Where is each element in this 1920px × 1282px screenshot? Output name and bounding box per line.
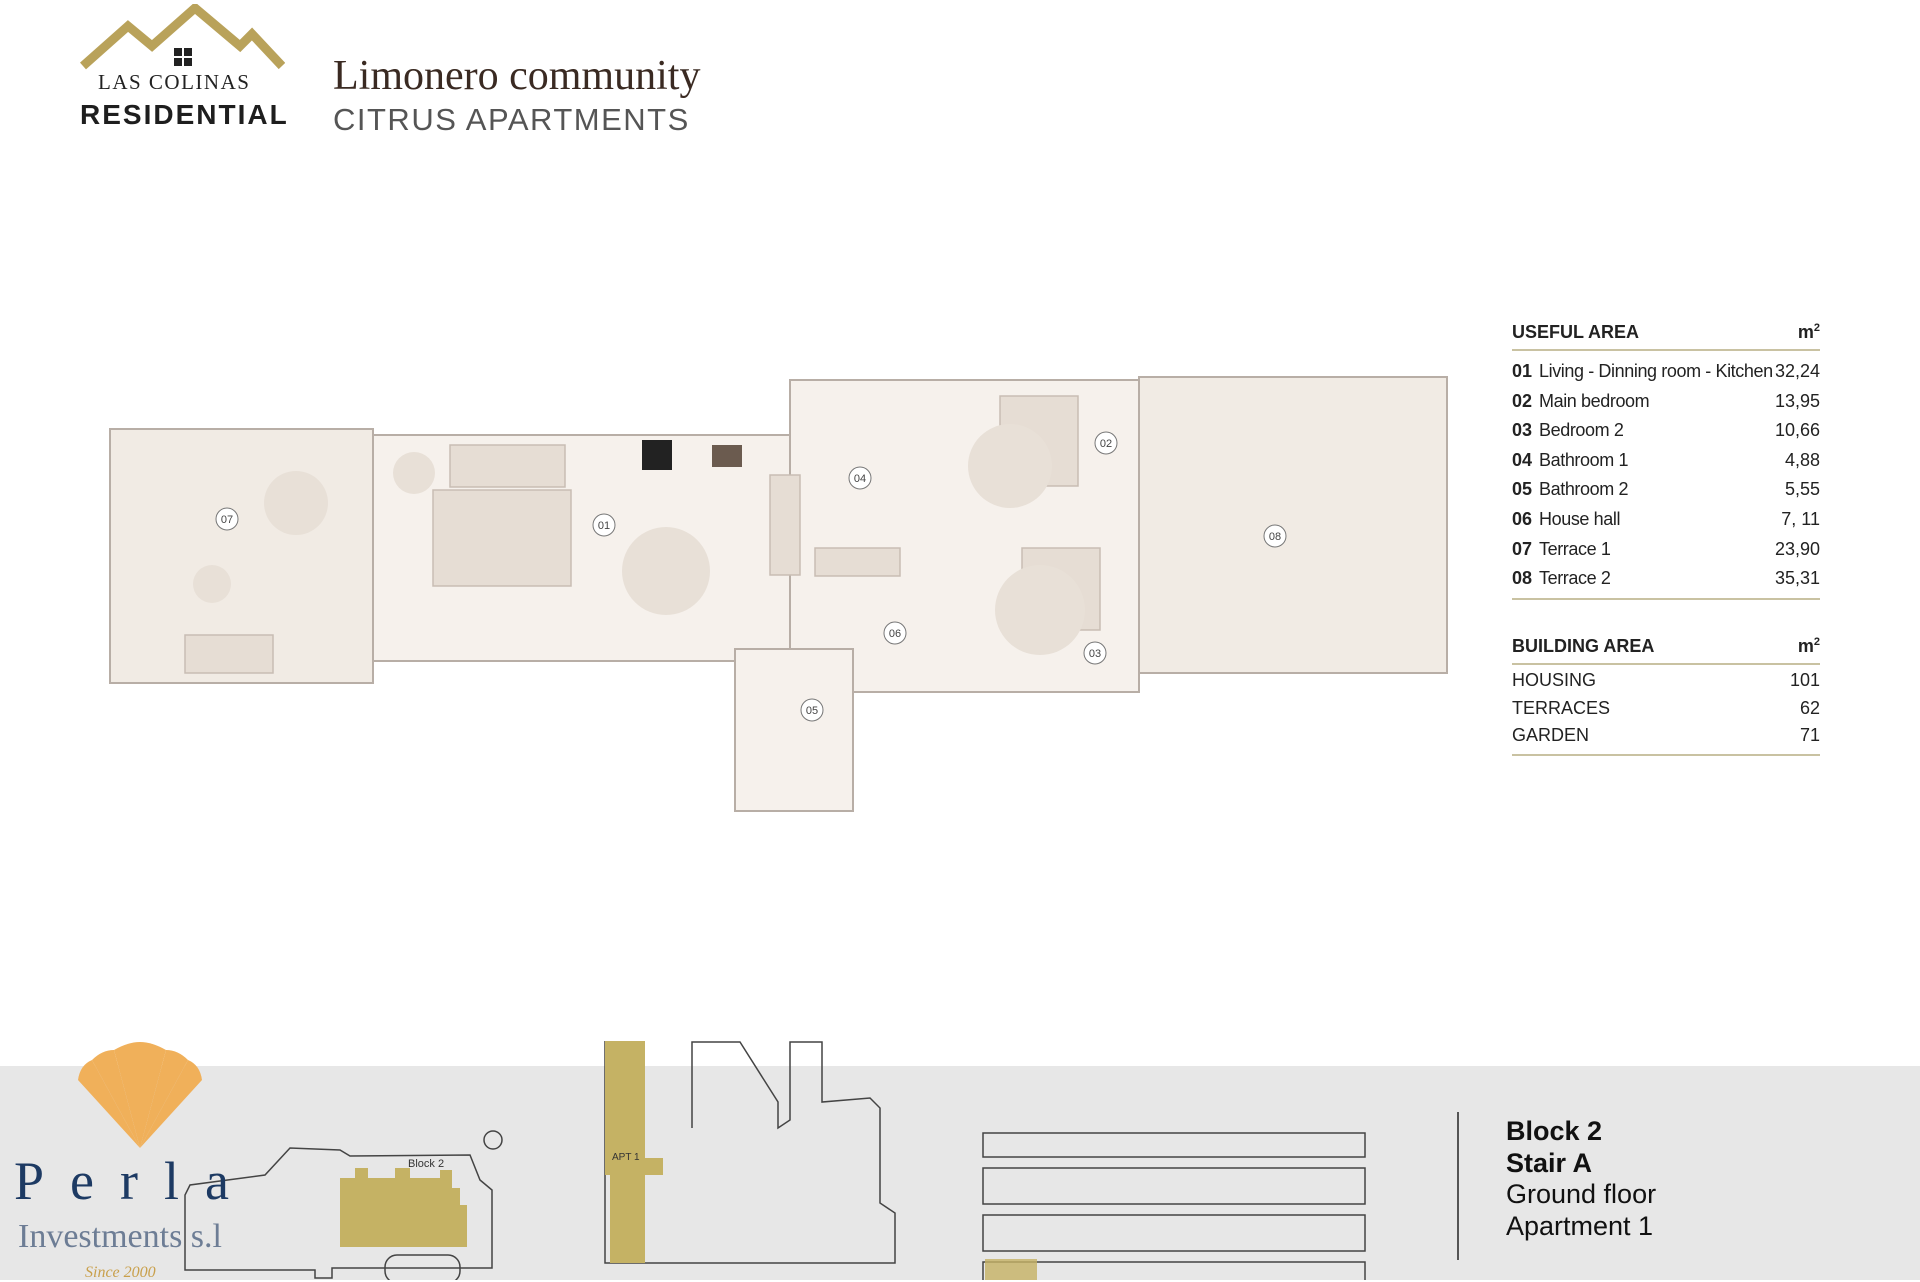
las-colinas-logo-roof-icon (80, 4, 285, 70)
room-name: Terrace 2 (1539, 568, 1611, 589)
site-block-label: Block 2 (408, 1158, 444, 1170)
site-block-2 (340, 1168, 467, 1247)
site-plan (184, 1130, 503, 1280)
footer-band (0, 1066, 1920, 1280)
room-label: 07 (221, 514, 233, 526)
room-area: 10,66 (1774, 420, 1820, 441)
useful-area-row: 08 Terrace 2 35,31 (1512, 564, 1820, 594)
room-label-circle (848, 466, 872, 490)
useful-area-row: 05 Bathroom 2 5,55 (1512, 475, 1820, 505)
room-label-circle (800, 698, 824, 722)
room-label: 05 (806, 705, 818, 717)
unit-sup: 2 (1813, 636, 1820, 648)
useful-area-row: 06 House hall 7, 11 (1512, 505, 1820, 535)
room-area: 23,90 (1774, 538, 1820, 559)
useful-area-table: USEFUL AREA m2 01 Living - Dinning room -… (1512, 322, 1820, 600)
room-number: 05 (1512, 479, 1533, 500)
room-area: 4,88 (1784, 449, 1820, 470)
room-label: 01 (598, 520, 610, 532)
room-label-circle (883, 621, 907, 645)
stair-plan (604, 1041, 896, 1264)
footer-drawings: Block 2 APT 1 (78, 1041, 1366, 1280)
room-number: 08 (1512, 568, 1533, 589)
room-label-circle (215, 507, 239, 531)
room-name: Living - Dinning room - Kitchen (1539, 361, 1773, 381)
shell-logo-icon (78, 1042, 202, 1148)
room-name: Main bedroom (1539, 390, 1650, 411)
room-label: 02 (1100, 438, 1112, 450)
unit: m (1797, 636, 1814, 656)
room-label-circle (1263, 524, 1287, 548)
stair-apt-1 (605, 1041, 663, 1263)
floor-plan: 01 02 03 04 05 06 07 08 (109, 376, 1448, 812)
room-label-circle (592, 513, 616, 537)
perla-logo-name: Perla (14, 1151, 255, 1211)
area-value: 71 (1799, 725, 1820, 745)
building-area-row: HOUSING 101 (1512, 667, 1820, 695)
room-number: 06 (1512, 508, 1533, 529)
room-label: 04 (854, 473, 866, 485)
floor-label: Ground floor (1506, 1179, 1657, 1209)
room-name: Bathroom 1 (1539, 449, 1629, 470)
room-name: Bathroom 2 (1539, 479, 1629, 500)
page-title: Limonero community (333, 53, 701, 99)
area-type: TERRACES (1512, 697, 1611, 718)
building-area-row: GARDEN 71 (1512, 722, 1820, 750)
elevation (982, 1132, 1366, 1280)
room-area: 7, 11 (1781, 508, 1820, 529)
room-area: 5,55 (1784, 479, 1820, 500)
room-name: Terrace 1 (1539, 538, 1611, 559)
page-subtitle: CITRUS APARTMENTS (333, 102, 690, 137)
room-number: 03 (1512, 420, 1533, 441)
stair-apt-label: APT 1 (612, 1152, 640, 1163)
brand-name-line2: RESIDENTIAL (80, 99, 289, 130)
building-area-row: TERRACES 62 (1512, 695, 1820, 723)
brand-name-line1: LAS COLINAS (98, 70, 251, 94)
room-number: 02 (1512, 390, 1533, 411)
room-label-circle (1094, 431, 1118, 455)
perla-logo-sub: Investments s.l (18, 1218, 222, 1255)
footer-divider (1457, 1112, 1459, 1260)
useful-area-row: 02 Main bedroom 13,95 (1512, 387, 1820, 417)
useful-area-row: 04 Bathroom 1 4,88 (1512, 446, 1820, 476)
bathroom-2-area (734, 648, 854, 812)
room-number: 07 (1512, 538, 1533, 559)
room-label: 08 (1269, 531, 1281, 543)
area-value: 62 (1799, 697, 1820, 718)
room-label-circle (1083, 641, 1107, 665)
useful-area-row: 03 Bedroom 2 10,66 (1512, 416, 1820, 446)
unit-sup: 2 (1813, 322, 1820, 334)
living-area (372, 434, 791, 662)
bedroom-zone (789, 379, 1140, 693)
room-area: 13,95 (1774, 390, 1820, 411)
perla-since: Since 2000 (85, 1264, 156, 1281)
area-value: 101 (1789, 670, 1820, 690)
apartment-label: Apartment 1 (1506, 1210, 1654, 1241)
useful-area-heading: USEFUL AREA (1512, 322, 1640, 342)
terrace-2-area (1138, 376, 1448, 674)
area-type: GARDEN (1512, 725, 1590, 745)
block-label: Block 2 (1506, 1116, 1603, 1146)
elevation-apt-1 (985, 1259, 1037, 1280)
room-name: House hall (1539, 508, 1621, 529)
useful-area-unit: m2 (1798, 322, 1820, 343)
room-label: 06 (889, 628, 901, 640)
unit: m (1797, 322, 1814, 342)
stair-label: Stair A (1506, 1147, 1593, 1178)
room-number: 01 (1512, 361, 1533, 381)
useful-area-row: 07 Terrace 1 23,90 (1512, 535, 1820, 565)
room-label: 03 (1089, 648, 1101, 660)
building-area-heading: BUILDING AREA (1512, 636, 1655, 656)
room-name: Bedroom 2 (1539, 420, 1624, 441)
room-number: 04 (1512, 449, 1533, 470)
room-area: 32,24 (1774, 361, 1820, 381)
room-area: 35,31 (1774, 568, 1820, 589)
apartment-location-info: Block 2 Stair A Ground floor Apartment 1 (1506, 1116, 1656, 1242)
area-type: HOUSING (1512, 670, 1597, 690)
building-area-unit: m2 (1798, 636, 1820, 657)
